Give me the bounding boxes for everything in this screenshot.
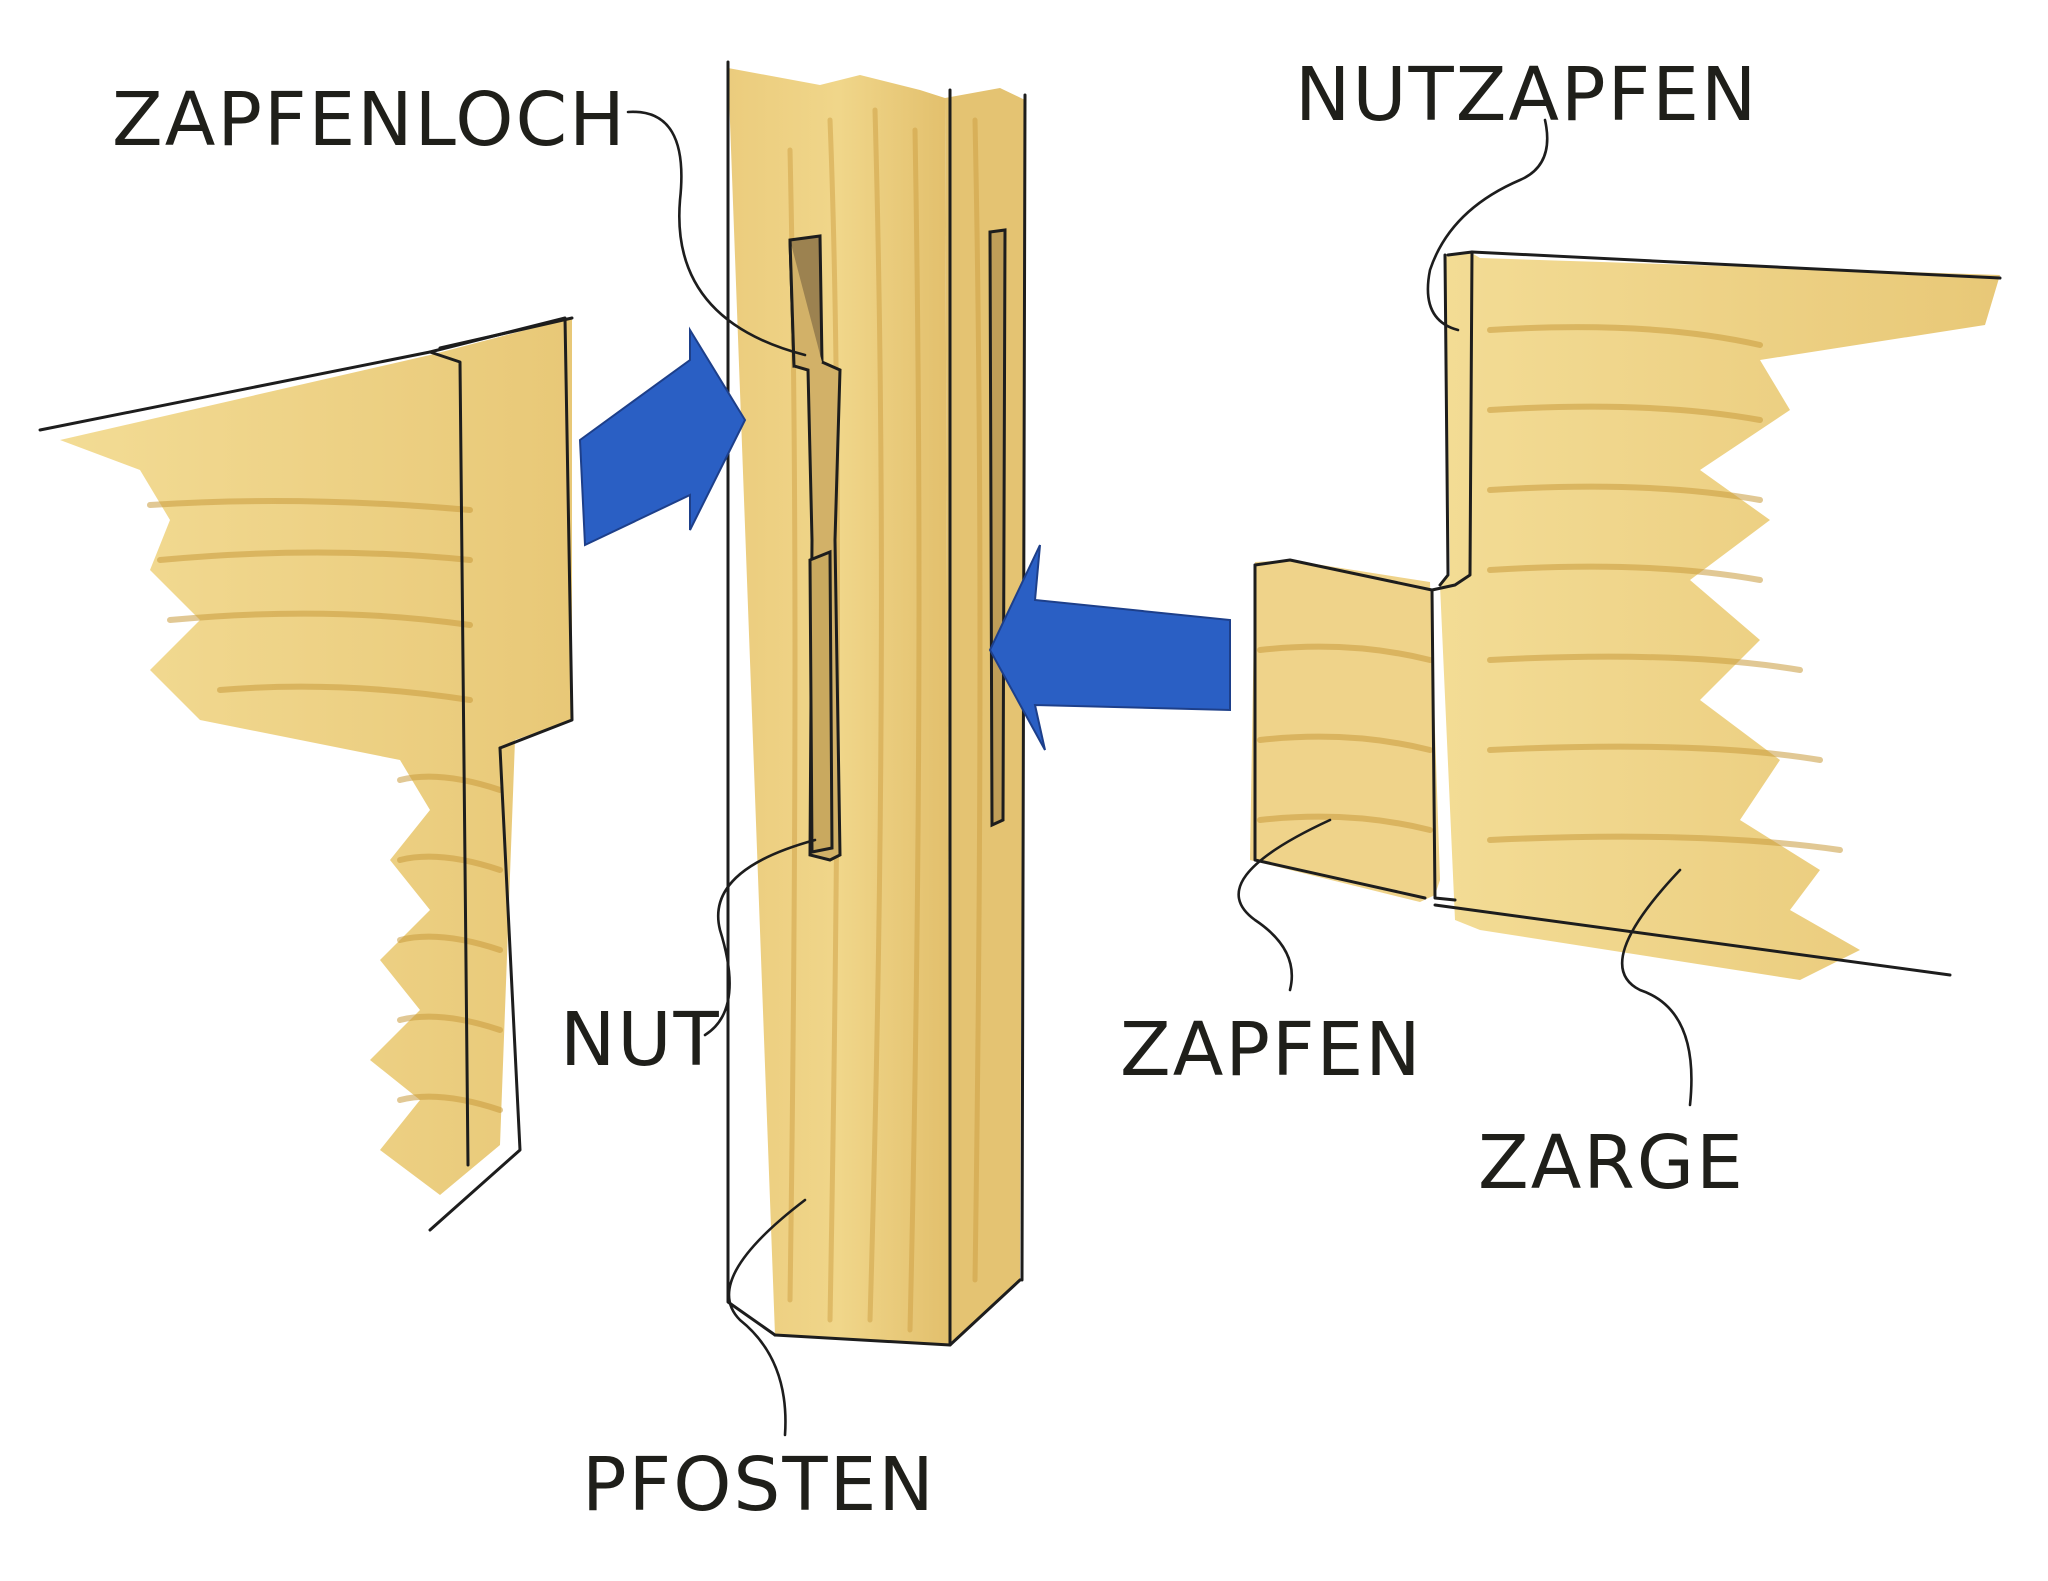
label-nut: NUT bbox=[560, 997, 721, 1083]
leader-nut bbox=[703, 838, 817, 1037]
left-rail-piece bbox=[38, 316, 574, 1232]
post-side-face bbox=[945, 88, 1025, 1345]
right-insertion-arrow-icon bbox=[988, 544, 1231, 751]
label-zapfenloch: ZAPFENLOCH bbox=[112, 77, 627, 163]
leader-zapfenloch bbox=[626, 110, 807, 357]
leader-pfosten bbox=[727, 1198, 807, 1437]
side-groove-slot bbox=[988, 228, 1007, 828]
right-rail-piece bbox=[1250, 250, 2002, 980]
post-piece bbox=[726, 60, 1027, 1347]
label-zarge: ZARGE bbox=[1478, 1120, 1745, 1206]
label-pfosten: PFOSTEN bbox=[582, 1442, 936, 1528]
leader-nutzapfen bbox=[1426, 118, 1549, 332]
right-rail-body bbox=[1440, 252, 2000, 980]
left-insertion-arrow-icon bbox=[578, 326, 747, 547]
leader-zapfen bbox=[1237, 818, 1332, 992]
left-rail-body bbox=[60, 318, 572, 1195]
tenon bbox=[1250, 560, 1440, 902]
label-zapfen: ZAPFEN bbox=[1120, 1007, 1423, 1093]
leader-zarge bbox=[1620, 868, 1693, 1107]
label-nutzapfen: NUTZAPFEN bbox=[1295, 52, 1758, 138]
